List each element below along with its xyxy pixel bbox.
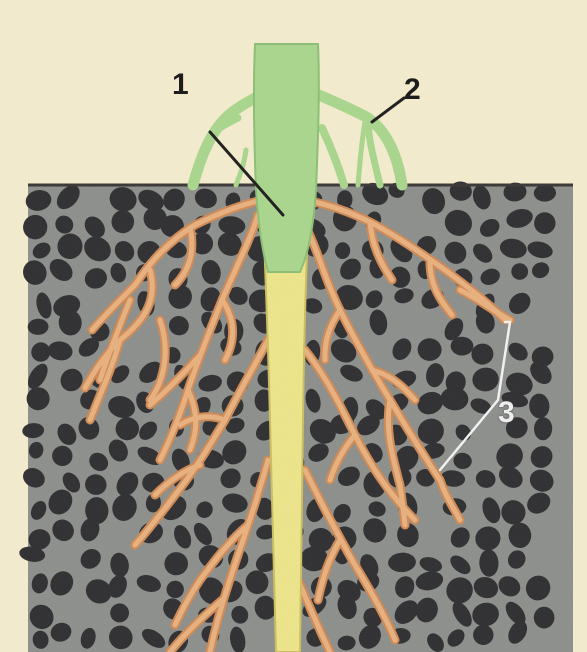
callout-label-1: 1	[172, 70, 189, 100]
callout-label-2: 2	[404, 75, 421, 105]
callout-label-3: 3	[498, 398, 515, 428]
